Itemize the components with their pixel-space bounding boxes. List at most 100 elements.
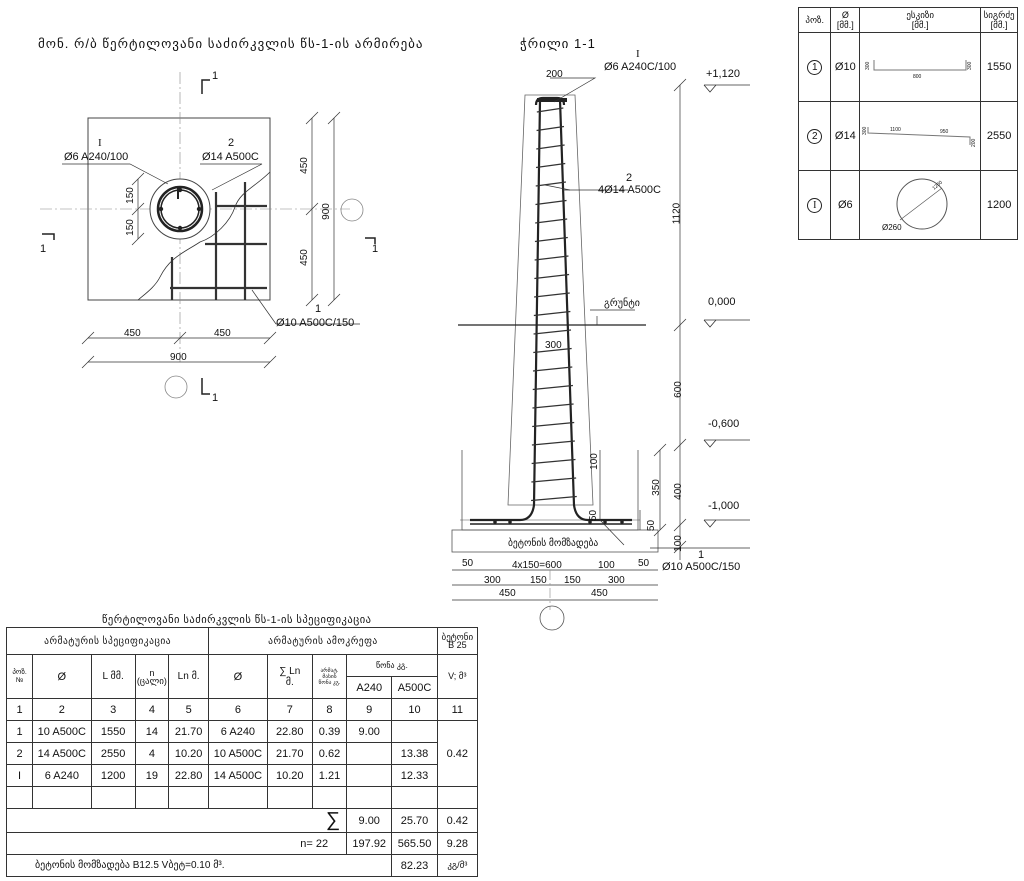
bar-pos-mark: 2 bbox=[807, 128, 823, 144]
section-dim-100-a: 100 bbox=[588, 453, 600, 470]
plan-rebar-I-mark: I bbox=[98, 137, 102, 149]
cell bbox=[346, 742, 393, 765]
stirrup bbox=[531, 458, 576, 465]
sum-sign: ∑ bbox=[5, 808, 348, 833]
schedule-header-pos: პოზ. № bbox=[5, 654, 34, 699]
plan-rebar-2-mark: 2 bbox=[228, 137, 235, 149]
bar-sketch-dim: 300 bbox=[862, 126, 868, 135]
bar-sketch-dim: Ø260 bbox=[882, 223, 902, 232]
stirrup bbox=[536, 125, 565, 132]
section-dim-450-left: 450 bbox=[499, 588, 516, 599]
schedule-header-mass: არმატ. მასის წონა კგ. bbox=[311, 654, 348, 699]
colnum: 10 bbox=[391, 698, 438, 721]
schedule-title: წერტილოვანი საძირკვლის წს-1-ის სპეციფიკა… bbox=[102, 614, 372, 626]
cell: 10.20 bbox=[167, 742, 210, 765]
stirrup bbox=[531, 495, 577, 502]
colnum: 5 bbox=[167, 698, 210, 721]
cell: 21.70 bbox=[167, 720, 210, 743]
colnum: 11 bbox=[436, 698, 479, 721]
plan-dim-450-left: 450 bbox=[124, 328, 141, 339]
elev-zero: 0,000 bbox=[708, 296, 736, 308]
footer-unit: კგ/მ³ bbox=[436, 854, 479, 877]
cell: 14 A500C bbox=[32, 742, 92, 765]
stirrup bbox=[535, 199, 567, 206]
cell: 22.80 bbox=[167, 764, 210, 787]
cell: 14 A500C bbox=[208, 764, 268, 787]
cell: 0.62 bbox=[311, 742, 348, 765]
plan-dim-450-bottom: 450 bbox=[298, 249, 310, 266]
plan-rebar-1-mark: 1 bbox=[315, 303, 322, 315]
bar-table-header-sketch: ესკიზი [მმ.] bbox=[859, 7, 982, 33]
cell: 0.42 bbox=[436, 720, 479, 787]
plan-drawing bbox=[40, 72, 376, 399]
stirrup bbox=[533, 329, 572, 335]
sum-a240: 9.00 bbox=[346, 808, 393, 833]
sum-a500c: 25.70 bbox=[391, 808, 438, 833]
cell: 21.70 bbox=[266, 742, 313, 765]
bar-pos-mark: 1 bbox=[807, 59, 823, 75]
schedule-header-weight: წონა კგ. bbox=[346, 654, 438, 677]
n-label: n= 22 bbox=[5, 832, 348, 855]
stirrup bbox=[532, 366, 573, 372]
section-dim-400: 400 bbox=[672, 483, 684, 500]
sum-volume: 0.42 bbox=[436, 808, 479, 833]
colnum: 8 bbox=[311, 698, 348, 721]
bar-table-header-pos: პოზ. bbox=[797, 7, 832, 33]
plan-rebar-2-spec: Ø14 A500C bbox=[202, 151, 259, 163]
schedule-header-Ln: Ln მ. bbox=[167, 654, 210, 699]
bar-dia: Ø14 bbox=[830, 101, 861, 171]
table-row: 2 14 A500C 2550 4 10.20 10 A500C 21.70 0… bbox=[5, 742, 478, 765]
ground-label: გრუნტი bbox=[604, 298, 640, 309]
elev-minus-600: -0,600 bbox=[708, 418, 740, 430]
bar-sketch-dim: 1100 bbox=[890, 127, 901, 133]
section-rebar-I-mark: I bbox=[636, 48, 640, 60]
cell: 12.33 bbox=[391, 764, 438, 787]
n-row: n= 22 197.92 565.50 9.28 bbox=[5, 832, 479, 855]
section-rebar-1-mark: 1 bbox=[698, 549, 705, 561]
plan-cut-mark-top: 1 bbox=[212, 70, 219, 82]
cell: 4 bbox=[134, 742, 170, 765]
plan-dim-150-b: 150 bbox=[124, 219, 136, 236]
cell: 2550 bbox=[90, 742, 136, 765]
section-dim-350: 350 bbox=[650, 479, 662, 496]
cell: I bbox=[5, 764, 34, 787]
footer-row: ბეტონის მომზადება B12.5 Vბეტ=0.10 მ³. 82… bbox=[5, 854, 479, 877]
stirrup bbox=[533, 310, 571, 317]
cell bbox=[346, 764, 393, 787]
concrete-prep-footer: ბეტონის მომზადება B12.5 Vბეტ=0.10 მ³. bbox=[5, 854, 393, 877]
section-dim-300: 300 bbox=[545, 340, 562, 351]
stirrup bbox=[536, 144, 565, 150]
elev-top: +1,120 bbox=[706, 68, 740, 80]
section-dim-100-b: 100 bbox=[672, 535, 684, 552]
table-row: I Ø6 Ø260 1200 1200 bbox=[797, 170, 1018, 240]
plan-rebar-1-spec: Ø10 A500C/150 bbox=[276, 317, 355, 329]
schedule-header-dia: Ø bbox=[32, 654, 92, 699]
elev-minus-1000: -1,000 bbox=[708, 500, 740, 512]
section-dim-200: 200 bbox=[546, 69, 563, 80]
cell: 14 bbox=[134, 720, 170, 743]
section-dim-4x150: 4x150=600 bbox=[512, 560, 562, 571]
cell: 0.39 bbox=[311, 720, 348, 743]
plan-dim-900-horizontal: 900 bbox=[170, 352, 187, 363]
cell: 19 bbox=[134, 764, 170, 787]
section-dim-50-b: 50 bbox=[646, 519, 658, 532]
schedule-header-n: n (ცალი) bbox=[134, 654, 170, 699]
section-dim-1120: 1120 bbox=[671, 202, 683, 225]
section-rebar-2-mark: 2 bbox=[626, 172, 633, 184]
cell: 10.20 bbox=[266, 764, 313, 787]
table-row-empty bbox=[5, 786, 479, 809]
plan-cut-mark-left: 1 bbox=[40, 243, 47, 255]
cell: 1550 bbox=[90, 720, 136, 743]
bar-sketch: 300 1100 950 200 bbox=[859, 101, 982, 171]
plan-cut-mark-bottom: 1 bbox=[212, 392, 219, 404]
colnum: 7 bbox=[266, 698, 313, 721]
table-row: 1 Ø10 300 800 300 1550 bbox=[797, 32, 1018, 102]
schedule-header-a240: A240 bbox=[346, 676, 393, 699]
stirrup bbox=[534, 273, 570, 280]
stirrup bbox=[534, 255, 569, 261]
plan-dim-450-right: 450 bbox=[214, 328, 231, 339]
cell: 22.80 bbox=[266, 720, 313, 743]
section-dim-150-left: 150 bbox=[530, 575, 547, 586]
stirrup bbox=[531, 477, 577, 483]
section-dim-450-right: 450 bbox=[591, 588, 608, 599]
